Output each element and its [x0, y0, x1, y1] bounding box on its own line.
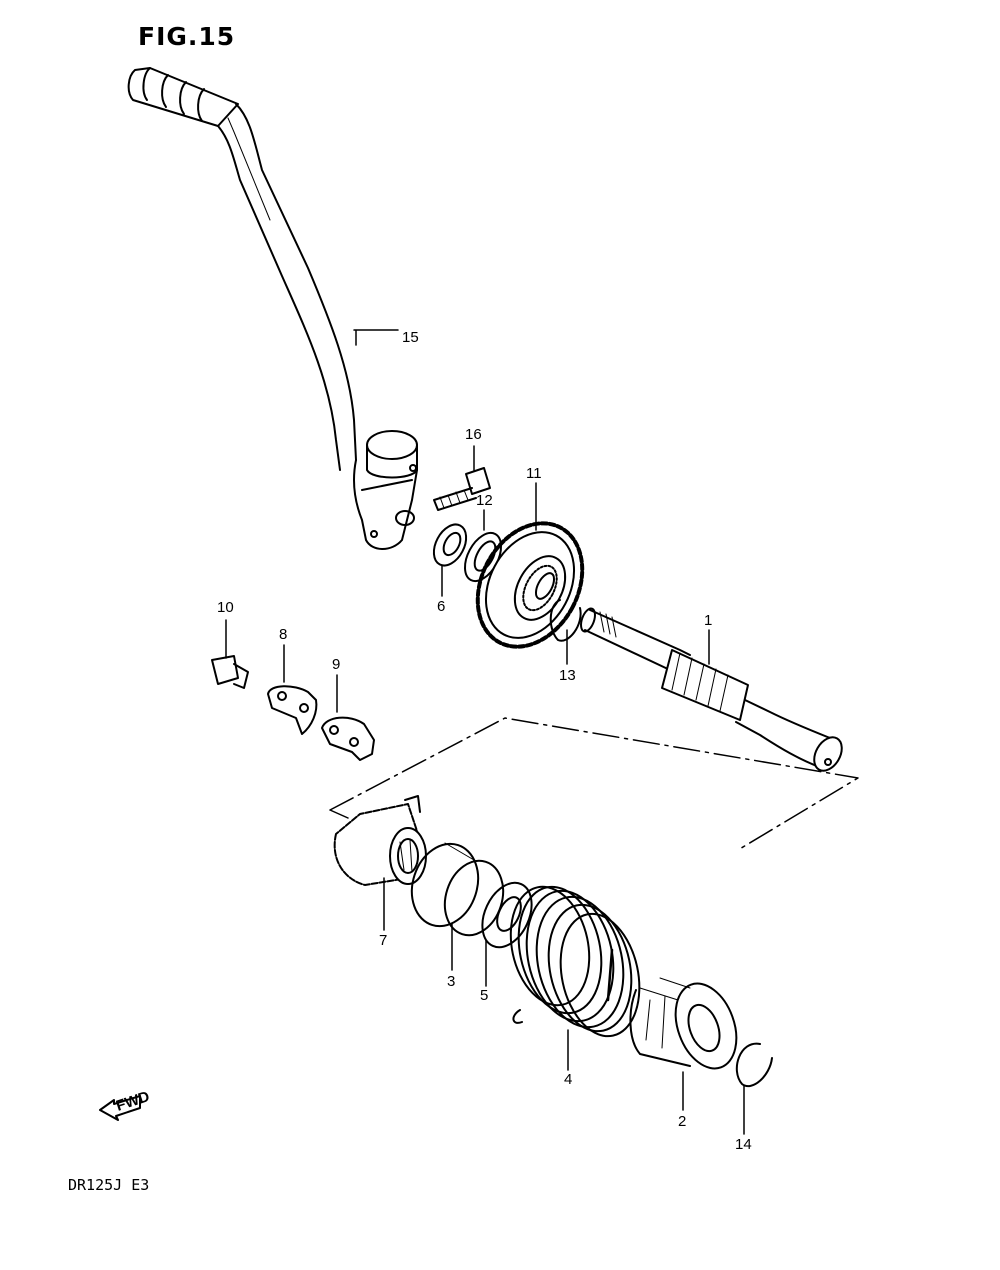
callout-9: 9	[332, 656, 340, 673]
model-code: DR125J E3	[68, 1176, 150, 1194]
stopper-plate-9	[321, 716, 375, 761]
callout-8: 8	[279, 626, 287, 643]
callout-7: 7	[379, 932, 387, 949]
bolt-16	[433, 467, 491, 511]
figure-title: FIG.15	[138, 22, 236, 51]
callout-14: 14	[735, 1136, 752, 1153]
callout-13: 13	[559, 667, 576, 684]
callouts: 15 16 12 11 6 13 1 10 8 9 7 3 5 4 2 14	[217, 329, 752, 1153]
kick-starter-drive-gear	[333, 795, 427, 886]
callout-10: 10	[217, 599, 234, 616]
circlip-14	[735, 1042, 773, 1087]
kick-starter-lever	[127, 67, 418, 550]
oil-seal-6	[432, 523, 468, 567]
callout-4: 4	[564, 1071, 572, 1088]
assembly-outline	[329, 717, 859, 851]
circlip-13	[549, 599, 582, 642]
bolt-10	[211, 655, 249, 689]
callout-11: 11	[526, 465, 542, 482]
callout-6: 6	[437, 598, 445, 615]
callout-5: 5	[480, 987, 488, 1004]
kick-starter-spring	[509, 885, 641, 1038]
callout-2: 2	[678, 1113, 686, 1130]
fwd-arrow-icon: FWD	[99, 1088, 152, 1121]
spring-guide	[629, 977, 738, 1070]
callout-3: 3	[447, 973, 455, 990]
leader-lines	[225, 329, 745, 1135]
callout-16: 16	[465, 426, 482, 443]
callout-12: 12	[476, 492, 493, 509]
callout-15: 15	[402, 329, 419, 346]
kick-starter-shaft	[580, 607, 843, 772]
washer-5	[481, 881, 533, 949]
callout-1: 1	[704, 612, 712, 629]
kick-starter-idle-gear	[475, 521, 585, 649]
guide-plate-8	[267, 685, 318, 735]
